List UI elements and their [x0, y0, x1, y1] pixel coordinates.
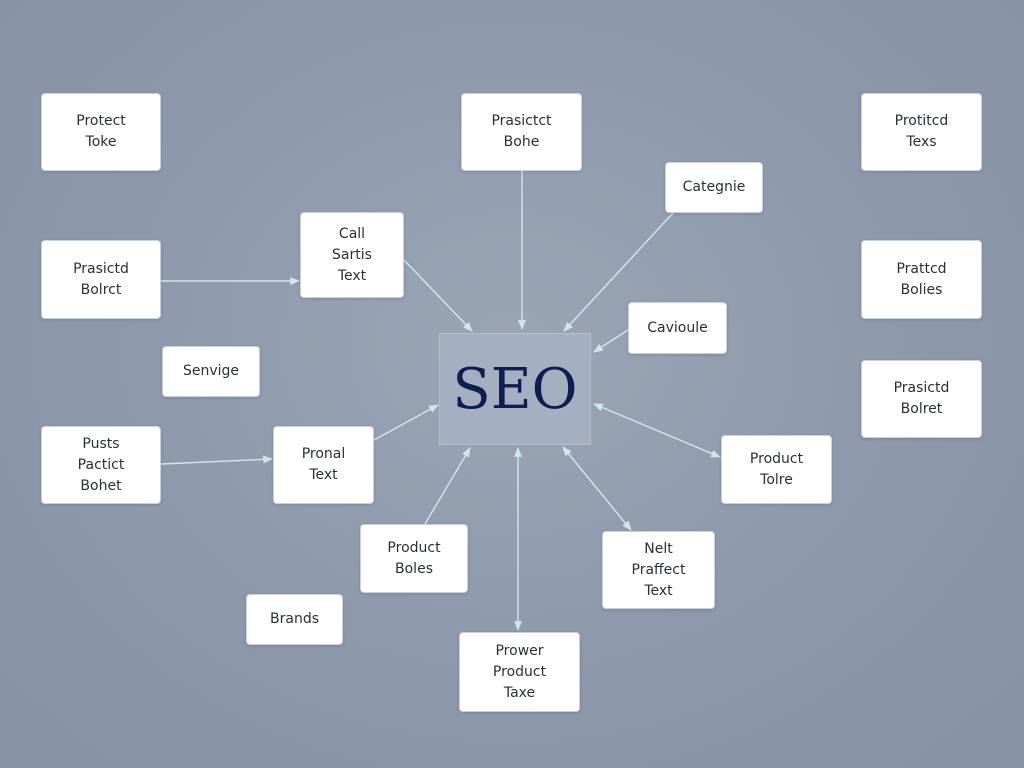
- node-brands[interactable]: Brands: [246, 594, 343, 645]
- edge-cavioule-to-seo: [593, 329, 629, 353]
- node-cavioule[interactable]: Cavioule: [628, 302, 727, 354]
- node-prattcd-bolies[interactable]: Prattcd Bolies: [861, 240, 982, 319]
- node-prower-product-taxe[interactable]: Prower Product Taxe: [459, 632, 580, 712]
- node-prasictd-bolret[interactable]: Prasictd Bolret: [861, 360, 982, 438]
- node-protitcd-texs[interactable]: Protitcd Texs: [861, 93, 982, 171]
- edge-call-to-seo: [403, 259, 473, 332]
- node-prasictd-bolrct[interactable]: Prasictd Bolrct: [41, 240, 161, 319]
- node-product-boles[interactable]: Product Boles: [360, 524, 468, 593]
- node-call-sartis-text[interactable]: Call Sartis Text: [300, 212, 404, 298]
- edge-seo-product-tolre: [593, 403, 721, 458]
- node-protect-toke[interactable]: Protect Toke: [41, 93, 161, 171]
- hub-label: SEO: [452, 356, 578, 422]
- edge-pusts-to-pronal: [160, 455, 273, 465]
- edge-pronal-to-seo: [373, 404, 439, 441]
- node-product-tolre[interactable]: Product Tolre: [721, 435, 832, 504]
- node-senvige[interactable]: Senvige: [162, 346, 260, 397]
- edge-boles-to-seo: [424, 447, 471, 525]
- connector-group: [160, 171, 721, 631]
- node-nelt-praffect-text[interactable]: Nelt Praffect Text: [602, 531, 715, 609]
- hub-node-seo[interactable]: SEO: [439, 333, 591, 445]
- node-pusts-pactict-bohet[interactable]: Pusts Pactict Bohet: [41, 426, 161, 504]
- node-prasictct-bohe[interactable]: Prasictct Bohe: [461, 93, 582, 171]
- node-categnie[interactable]: Categnie: [665, 162, 763, 213]
- edge-seo-nelt: [562, 446, 632, 531]
- edge-categnie-to-seo: [563, 212, 674, 332]
- node-pronal-text[interactable]: Pronal Text: [273, 426, 374, 504]
